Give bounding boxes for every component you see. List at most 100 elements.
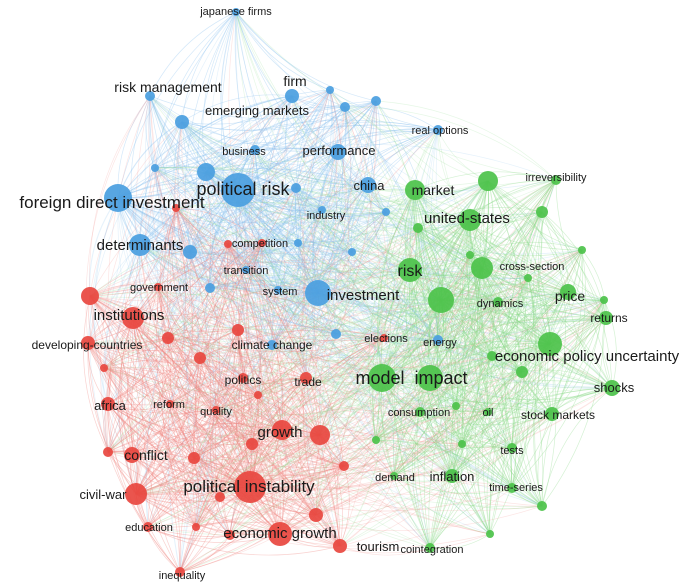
node-growth[interactable]: [272, 420, 292, 440]
node-price[interactable]: [560, 284, 576, 300]
node-cointegration[interactable]: [425, 543, 435, 553]
network-node-minor[interactable]: [486, 530, 494, 538]
network-node-minor[interactable]: [516, 366, 528, 378]
node-united-states[interactable]: [459, 209, 481, 231]
network-node-minor[interactable]: [536, 206, 548, 218]
network-node-minor[interactable]: [452, 402, 460, 410]
network-node-minor[interactable]: [600, 296, 608, 304]
network-node-minor[interactable]: [225, 530, 235, 540]
node-system[interactable]: [274, 286, 282, 294]
node-time-series[interactable]: [507, 483, 517, 493]
network-node-minor[interactable]: [413, 223, 423, 233]
node-civil-war[interactable]: [125, 483, 147, 505]
node-trade[interactable]: [300, 372, 312, 384]
node-institutions[interactable]: [122, 307, 144, 329]
node-impact[interactable]: [417, 365, 443, 391]
node-market[interactable]: [405, 180, 425, 200]
node-firm[interactable]: [285, 89, 299, 103]
network-node-minor[interactable]: [100, 364, 108, 372]
node-energy[interactable]: [433, 335, 443, 345]
network-edge: [375, 219, 471, 441]
network-node-minor[interactable]: [172, 204, 180, 212]
node-competition[interactable]: [258, 239, 266, 247]
network-node-minor[interactable]: [537, 501, 547, 511]
node-dynamics[interactable]: [493, 297, 503, 307]
network-node-minor[interactable]: [466, 251, 474, 259]
node-tourism[interactable]: [333, 539, 347, 553]
node-emerging-markets[interactable]: [175, 115, 189, 129]
network-node-minor[interactable]: [339, 461, 349, 471]
network-node-minor[interactable]: [162, 332, 174, 344]
network-node-minor[interactable]: [294, 239, 302, 247]
node-political-instability[interactable]: [234, 471, 266, 503]
node-elections[interactable]: [380, 334, 388, 342]
network-node-minor[interactable]: [372, 436, 380, 444]
node-consumption[interactable]: [415, 407, 425, 417]
node-business[interactable]: [250, 145, 260, 155]
node-industry[interactable]: [318, 206, 326, 214]
network-node-minor[interactable]: [188, 452, 200, 464]
network-node-minor[interactable]: [487, 351, 497, 361]
node-performance[interactable]: [330, 144, 346, 160]
node-inequality[interactable]: [175, 567, 185, 577]
node-tests[interactable]: [507, 443, 517, 453]
node-oil[interactable]: [484, 408, 492, 416]
network-node-minor[interactable]: [458, 440, 466, 448]
node-transition[interactable]: [242, 266, 250, 274]
network-node-minor[interactable]: [340, 102, 350, 112]
node-real-options[interactable]: [433, 125, 443, 135]
node-risk[interactable]: [398, 258, 422, 282]
node-investment[interactable]: [305, 280, 331, 306]
network-node-minor[interactable]: [194, 352, 206, 364]
network-node-minor[interactable]: [428, 287, 454, 313]
network-node-minor[interactable]: [103, 447, 113, 457]
network-node-minor[interactable]: [291, 183, 301, 193]
node-model[interactable]: [368, 364, 396, 392]
node-economic-growth[interactable]: [268, 522, 292, 546]
node-china[interactable]: [360, 177, 376, 193]
network-node-minor[interactable]: [151, 164, 159, 172]
network-node-minor[interactable]: [197, 163, 215, 181]
node-political-risk[interactable]: [221, 173, 255, 207]
node-stock-markets[interactable]: [545, 407, 559, 421]
network-node-minor[interactable]: [183, 245, 197, 259]
network-node-minor[interactable]: [192, 523, 200, 531]
node-returns[interactable]: [599, 311, 613, 325]
node-irreversibility[interactable]: [551, 175, 561, 185]
network-node-minor[interactable]: [524, 274, 532, 282]
node-politics[interactable]: [238, 373, 248, 383]
network-node-minor[interactable]: [246, 438, 258, 450]
node-reform[interactable]: [166, 400, 174, 408]
network-node-minor[interactable]: [224, 240, 232, 248]
network-node-minor[interactable]: [309, 508, 323, 522]
network-node-minor[interactable]: [215, 492, 225, 502]
node-foreign-direct-investment[interactable]: [104, 184, 132, 212]
network-node-minor[interactable]: [205, 283, 215, 293]
network-node-minor[interactable]: [232, 324, 244, 336]
node-government[interactable]: [154, 283, 162, 291]
node-education[interactable]: [143, 522, 153, 532]
network-node-minor[interactable]: [371, 96, 381, 106]
network-node-minor[interactable]: [382, 208, 390, 216]
network-node-minor[interactable]: [331, 329, 341, 339]
network-node-minor[interactable]: [81, 287, 99, 305]
node-quality[interactable]: [212, 406, 220, 414]
network-node-minor[interactable]: [326, 86, 334, 94]
node-risk-management[interactable]: [145, 91, 155, 101]
network-node-minor[interactable]: [578, 246, 586, 254]
node-determinants[interactable]: [129, 234, 151, 256]
node-cross-section[interactable]: [471, 257, 493, 279]
node-climate-change[interactable]: [267, 340, 277, 350]
network-node-minor[interactable]: [310, 425, 330, 445]
node-developing-countries[interactable]: [81, 336, 95, 350]
node-conflict[interactable]: [124, 447, 140, 463]
node-inflation[interactable]: [445, 469, 459, 483]
node-africa[interactable]: [101, 397, 115, 411]
node-demand[interactable]: [390, 472, 398, 480]
network-node-minor[interactable]: [254, 391, 262, 399]
node-japanese-firms[interactable]: [232, 8, 240, 16]
network-node-minor[interactable]: [348, 248, 356, 256]
node-economic-policy-uncertainty[interactable]: [538, 332, 562, 356]
node-shocks[interactable]: [604, 380, 620, 396]
network-node-minor[interactable]: [478, 171, 498, 191]
